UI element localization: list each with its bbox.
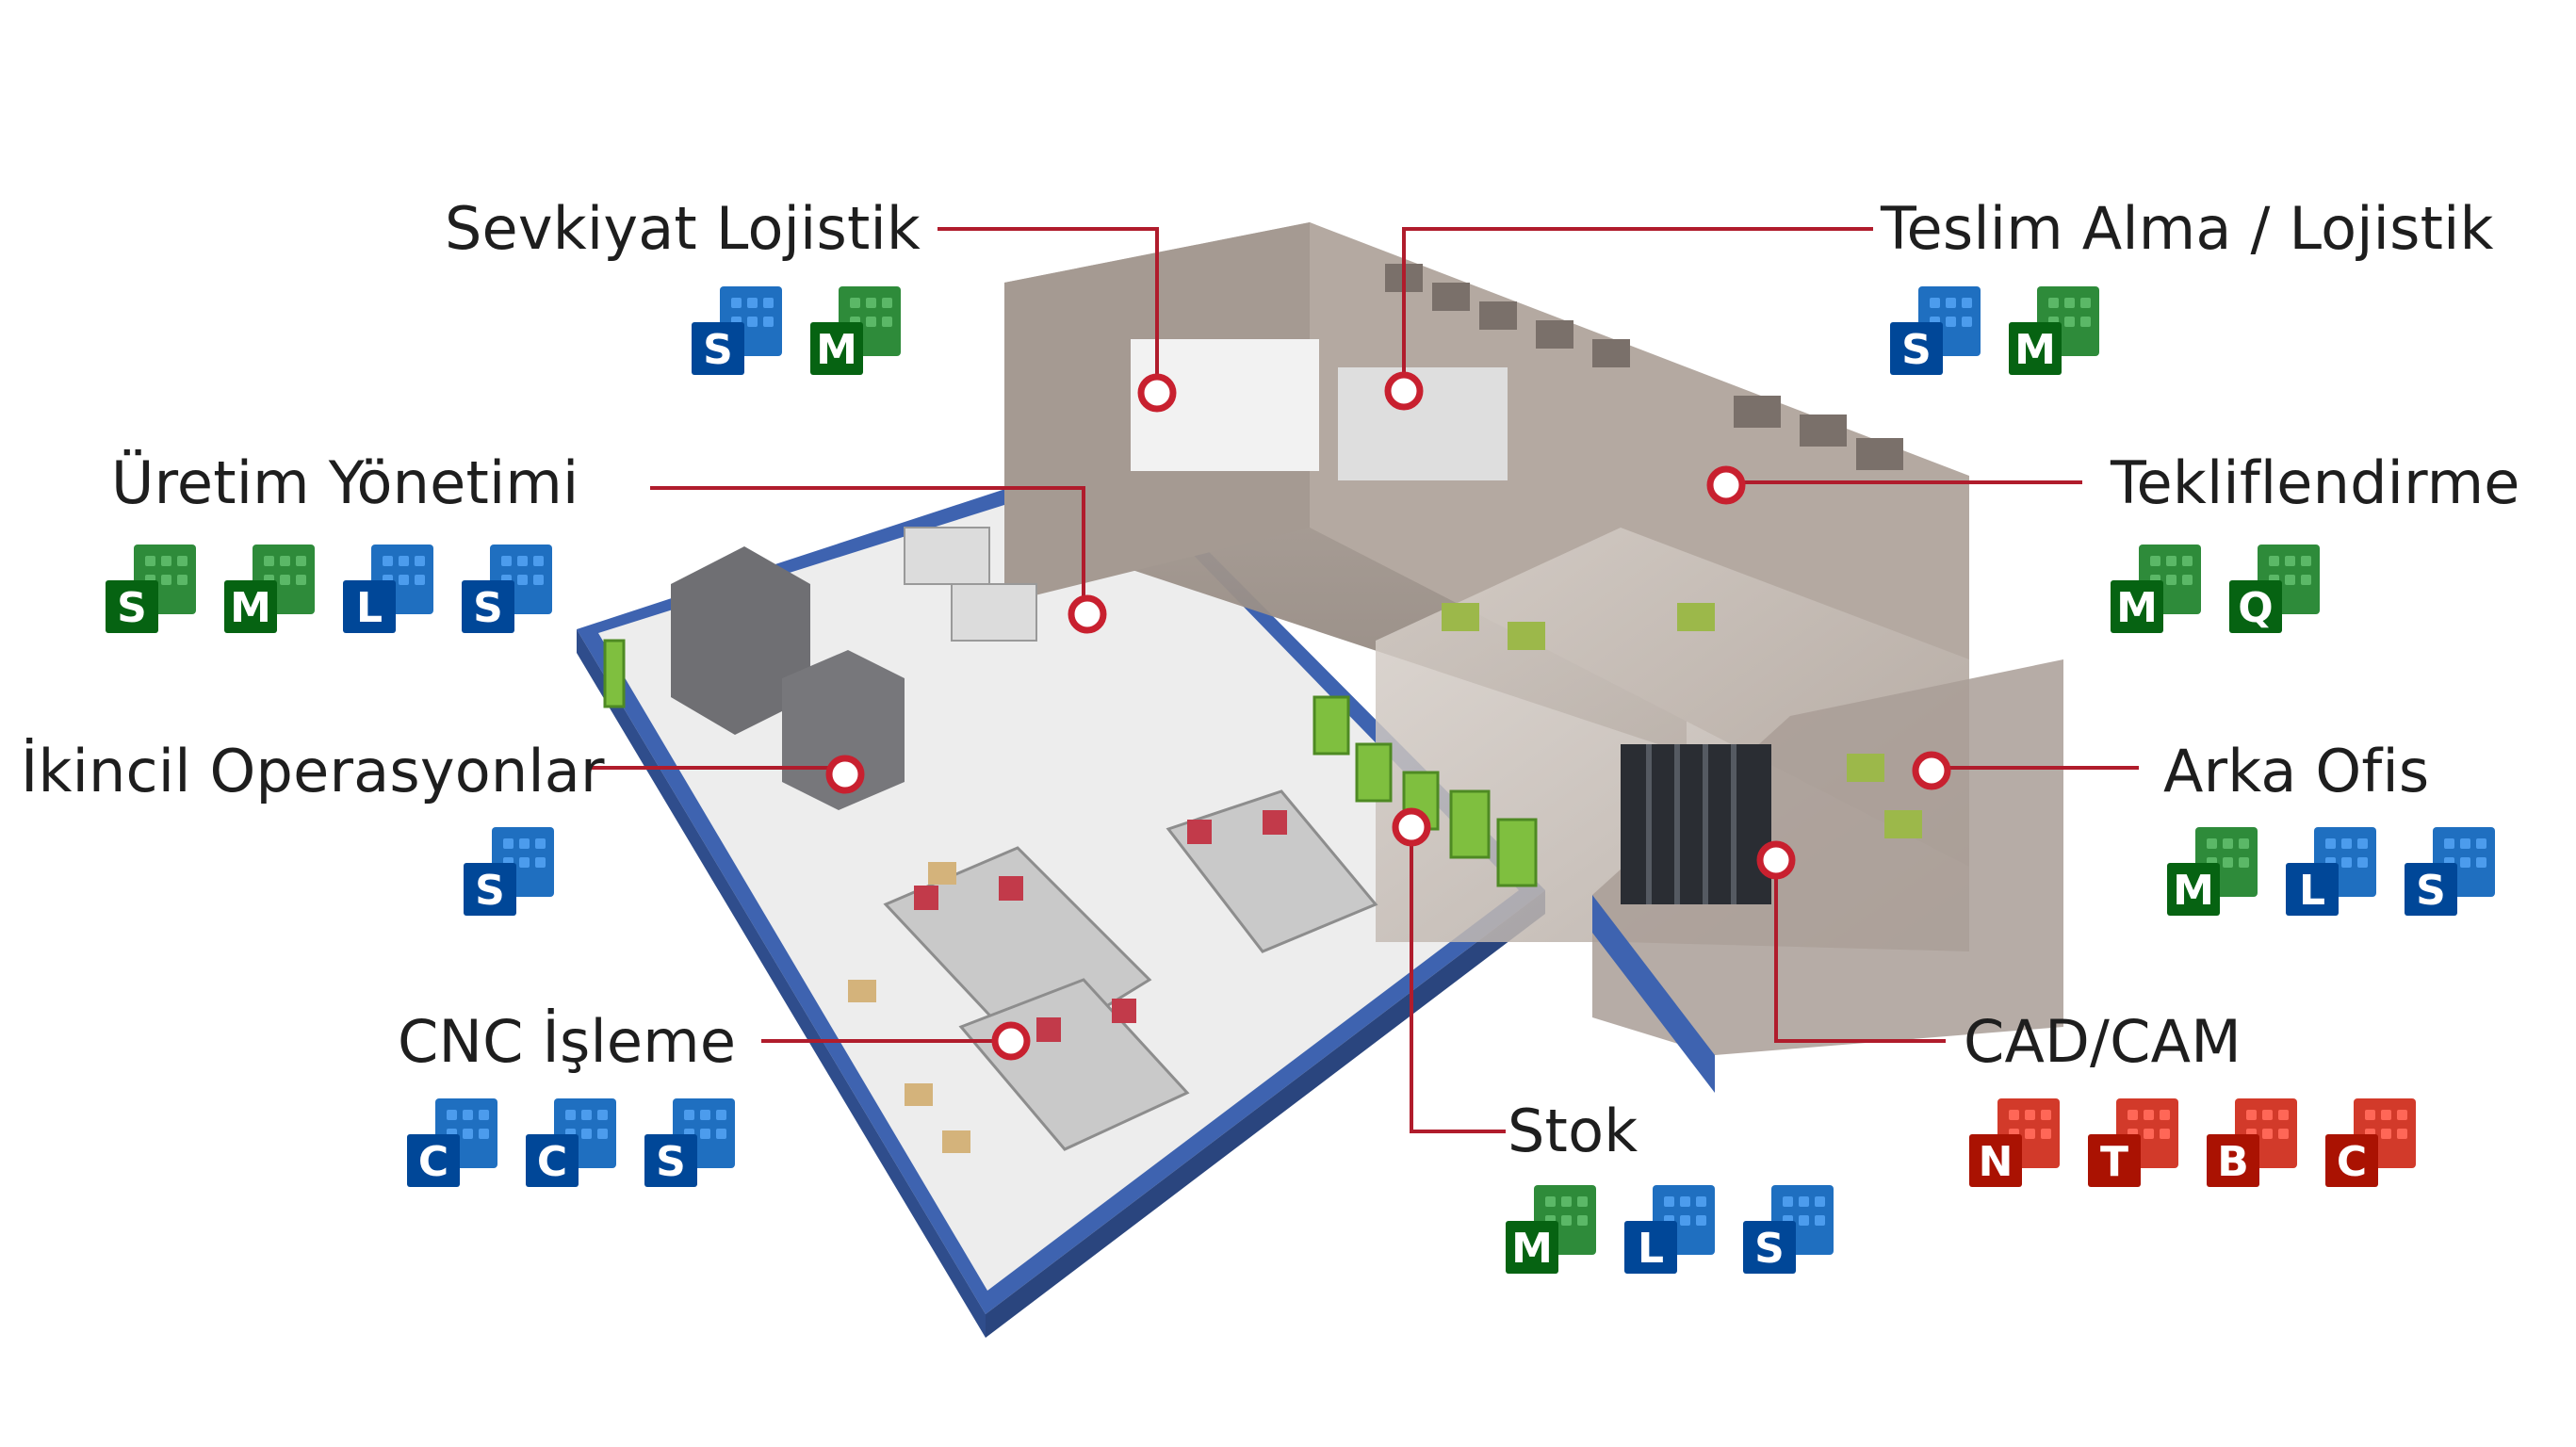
svg-text:S: S [473,584,503,632]
svg-text:S: S [656,1138,686,1186]
svg-text:M: M [2116,584,2158,632]
svg-text:S: S [1754,1225,1785,1273]
tube-icon: T [2084,1093,2184,1193]
svg-text:M: M [2173,867,2214,915]
manufacturing-icon: M [807,281,906,381]
connector-lines [589,227,2139,1133]
marker-ikincil [825,755,865,794]
area-label: Stok [1508,1097,1639,1165]
scheduling-icon: S [1739,1179,1839,1279]
area-label: Sevkiyat Lojistik [445,194,921,263]
icon-row: S [460,821,560,923]
svg-text:S: S [1901,326,1932,374]
area-label: İkincil Operasyonlar [21,737,605,805]
area-label: Arka Ofis [2163,737,2430,805]
marker-cadcam [1756,840,1796,880]
svg-text:L: L [1638,1225,1664,1273]
svg-text:S: S [117,584,147,632]
marker-cnc [991,1021,1031,1061]
area-label: CNC İşleme [398,1007,737,1076]
scheduling-icon: S [1886,281,1986,381]
manufacturing-icon: M [220,539,320,639]
machine-centers [671,527,1378,1153]
svg-text:S: S [2416,867,2446,915]
svg-text:L: L [356,584,383,632]
lean-icon: L [339,539,439,639]
marker-sevkiyat [1137,373,1177,413]
scheduling-icon: S [458,539,558,639]
marker-arka [1912,751,1951,790]
manufacturing-icon: M [1502,1179,1602,1279]
sql-data-icon: S [641,1093,741,1193]
svg-text:C: C [2337,1138,2367,1186]
svg-text:M: M [816,326,857,374]
area-label: Üretim Yönetimi [111,448,579,517]
bend-icon: B [2203,1093,2303,1193]
manufacturing-icon: M [2107,539,2207,639]
svg-text:S: S [703,326,733,374]
manufacturing-icon: M [2005,281,2105,381]
svg-text:M: M [230,584,271,632]
cut-icon: C [403,1093,503,1193]
svg-text:L: L [2299,867,2325,915]
lean-icon: L [2282,821,2382,921]
svg-text:M: M [1511,1225,1553,1273]
area-label: Teslim Alma / Lojistik [1881,194,2494,263]
lean-icon: L [1621,1179,1720,1279]
svg-text:C: C [418,1138,448,1186]
nesting-icon: N [1965,1093,2065,1193]
svg-text:C: C [537,1138,567,1186]
marker-teslim [1384,371,1424,411]
area-label: CAD/CAM [1964,1007,2242,1076]
svg-text:B: B [2217,1138,2249,1186]
scheduling-icon: S [2401,821,2501,921]
svg-text:Q: Q [2238,584,2273,632]
marker-uretim [1068,594,1107,634]
svg-text:T: T [2100,1138,2128,1186]
svg-text:S: S [475,867,505,915]
marker-stok [1392,807,1431,847]
scheduling-icon: S [688,281,788,381]
location-markers [825,371,1951,1061]
quoting-icon: Q [2225,539,2325,639]
manufacturing-icon: M [2163,821,2263,921]
marker-teklif [1706,465,1746,505]
cam-icon: C [2322,1093,2421,1193]
svg-text:M: M [2014,326,2056,374]
sql-data-icon: S [460,821,560,921]
svg-text:N: N [1979,1138,2014,1186]
shopfloor-icon: S [102,539,202,639]
cluster-icon: C [522,1093,622,1193]
area-label: Tekliflendirme [2111,448,2520,517]
